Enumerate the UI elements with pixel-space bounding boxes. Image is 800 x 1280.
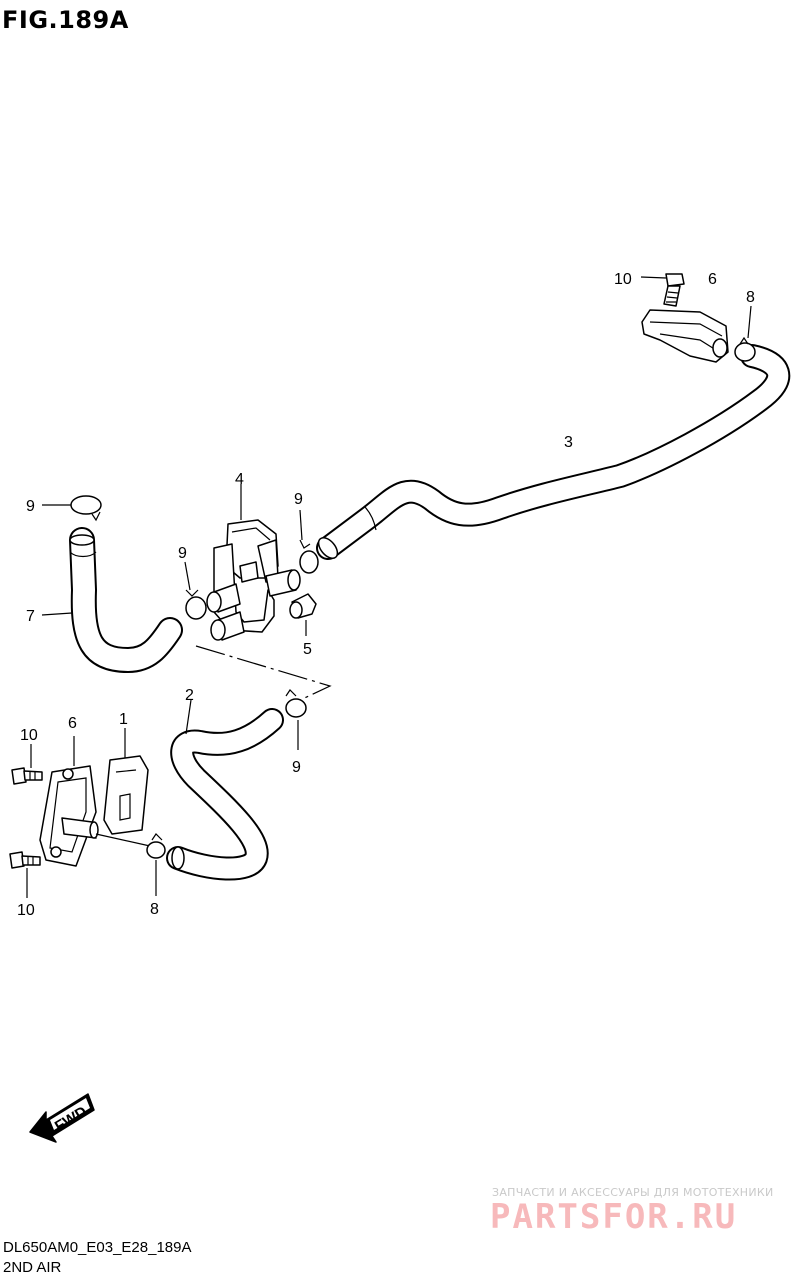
figure-caption: 2ND AIR [3,1259,62,1276]
callout-7: 7 [26,608,35,625]
watermark-brand: PARTSFOR.RU [490,1197,737,1237]
watermark-tagline: ЗАПЧАСТИ И АКСЕССУАРЫ ДЛЯ МОТОТЕХНИКИ [492,1186,774,1199]
forward-arrow-icon: FWD [29,1093,95,1143]
callout-9-mid: 9 [178,545,187,562]
clamp-9-lower [285,689,307,750]
clamp-9-valve-left [184,561,207,620]
callout-3: 3 [564,434,573,451]
clamp-8-top [734,305,756,362]
clamp-8-bottom [146,833,166,896]
leader-7 [41,612,73,616]
bolt-10-bottom-lower [9,851,41,898]
gasket-1 [103,728,149,835]
clamp-9-hose7-top [42,495,102,522]
callout-10-top: 10 [614,271,632,288]
callout-5: 5 [303,641,312,658]
drawing-code: DL650AM0_E03_E28_189A [3,1239,191,1256]
reed-valve-cover-6-bottom [39,736,151,867]
bolt-10-bottom-upper [11,744,43,785]
hose-7 [69,527,183,673]
clamp-9-valve-right [299,509,319,574]
callout-6-top: 6 [708,271,717,288]
reed-valve-cover-6-top [641,309,729,363]
air-valve-4 [206,484,301,641]
cap-5 [289,593,317,636]
bolt-10-top [640,273,685,307]
callout-8-bottom: 8 [150,901,159,918]
hose-3 [316,344,791,560]
callout-1: 1 [119,711,128,728]
callout-9-mid-top: 9 [294,491,303,508]
callouts: 10 6 8 3 4 9 9 9 7 5 2 9 6 1 10 10 8 [17,271,755,919]
hose-2 [166,699,284,881]
callout-10-bottom-top: 10 [20,727,38,744]
watermark: ЗАПЧАСТИ И АКСЕССУАРЫ ДЛЯ МОТОТЕХНИКИ PA… [490,1186,774,1237]
callout-4: 4 [235,471,244,488]
assembly-guide-line [195,645,332,703]
callout-6-bottom: 6 [68,715,77,732]
callout-8-top: 8 [746,289,755,306]
callout-2: 2 [185,687,194,704]
callout-9-left-top: 9 [26,498,35,515]
callout-10-bottom: 10 [17,902,35,919]
callout-9-bottom: 9 [292,759,301,776]
figure-title: FIG.189A [2,6,129,34]
